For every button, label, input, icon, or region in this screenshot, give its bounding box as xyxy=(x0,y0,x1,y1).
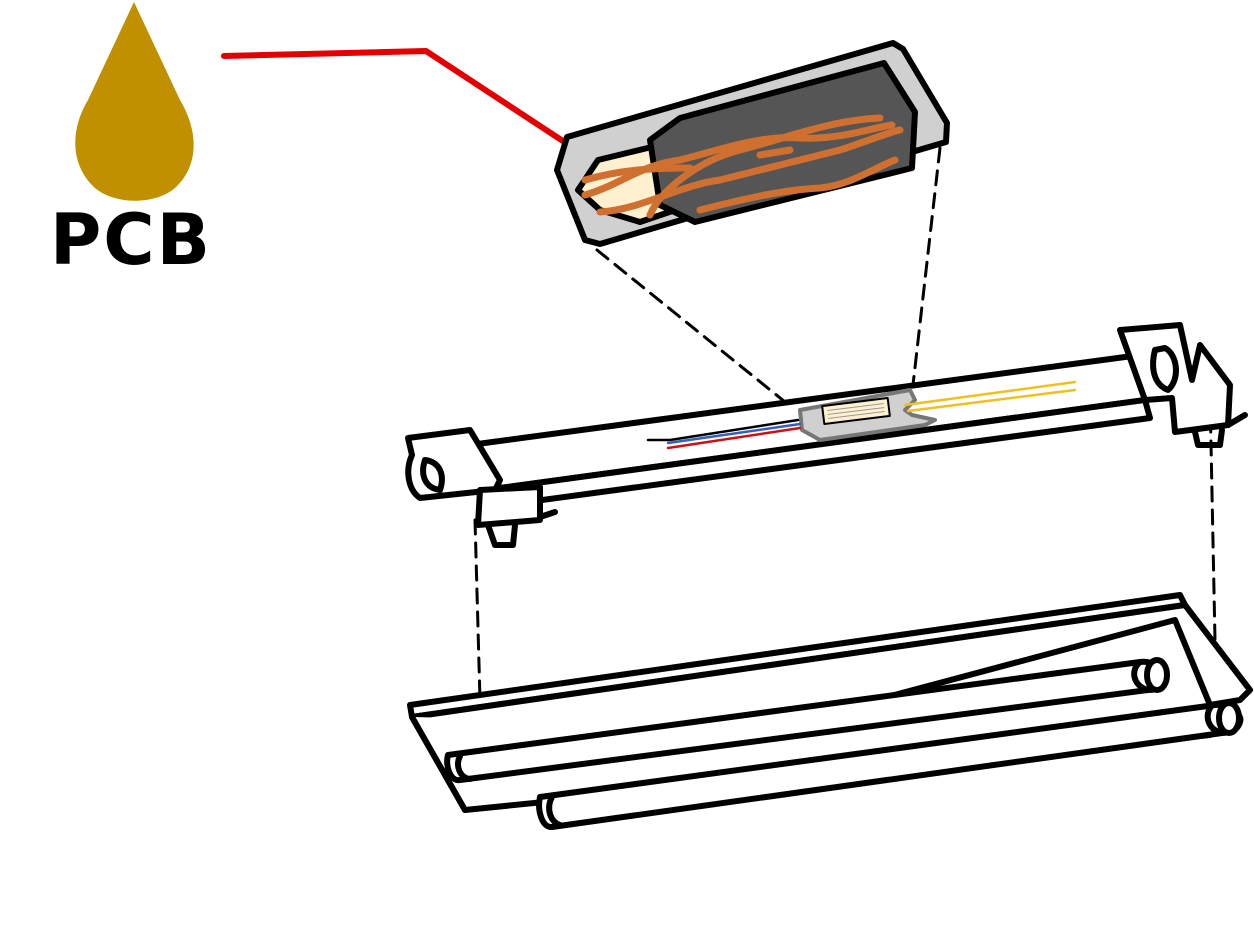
left-lamp-socket xyxy=(405,427,503,501)
fixture-housing xyxy=(407,592,1253,830)
fixture-channel xyxy=(405,322,1248,548)
projection-lines xyxy=(473,146,1217,702)
pointer-line xyxy=(221,48,613,175)
ballast-small xyxy=(798,388,937,442)
ballast-closeup xyxy=(554,40,950,247)
oil-drop-icon xyxy=(75,2,194,201)
pcb-label: PCB xyxy=(50,199,213,281)
copper-windings xyxy=(581,114,904,219)
fluorescent-tube xyxy=(444,657,1170,784)
ballast-leads xyxy=(646,380,1077,450)
fluorescent-tube xyxy=(536,700,1244,830)
